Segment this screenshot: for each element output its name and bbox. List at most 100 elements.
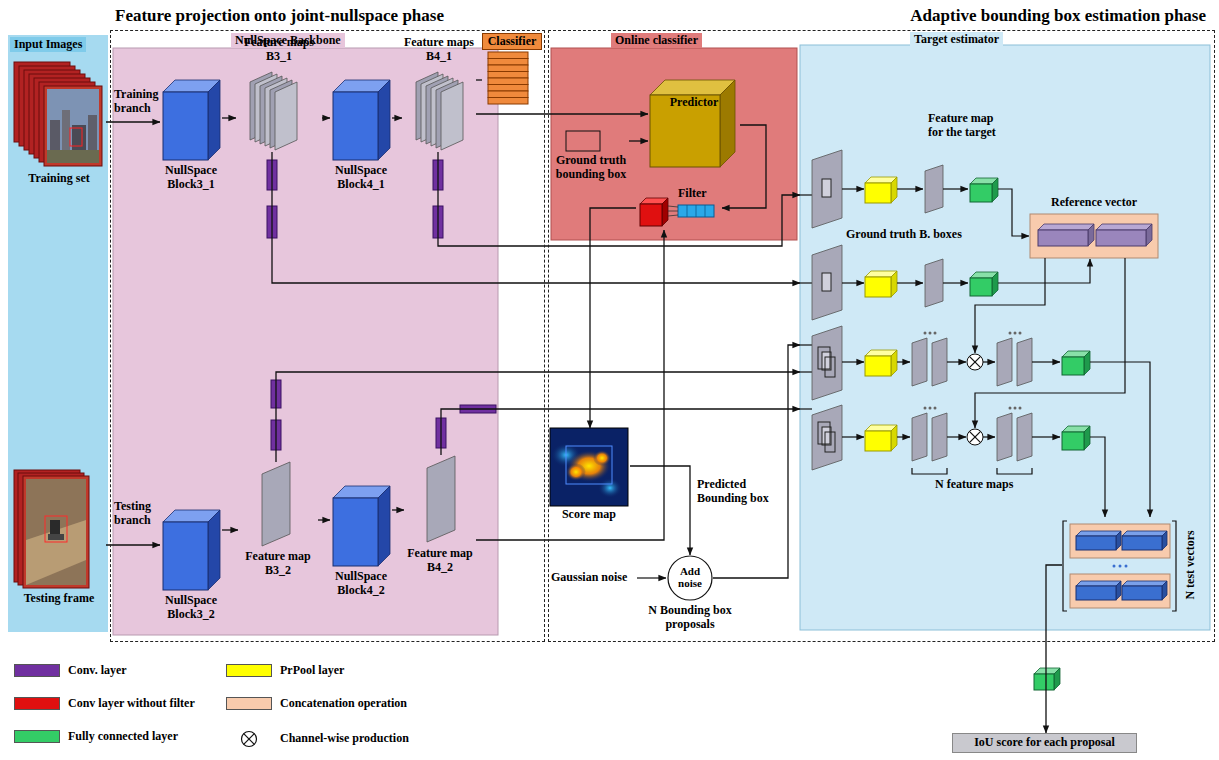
input-ground <box>8 35 108 632</box>
dot <box>934 332 937 335</box>
product-symbol <box>244 734 255 745</box>
feature-map-sheet <box>925 165 943 213</box>
phase-heading: Feature projection onto joint-nullspace … <box>115 6 444 26</box>
feature-map-sheet <box>812 326 842 400</box>
feature-map-sheet <box>912 338 927 386</box>
fc-layer <box>1084 426 1090 450</box>
fc-layer <box>970 184 992 202</box>
legend-text: Conv layer without filter <box>68 697 195 711</box>
classifier-ground <box>551 48 797 240</box>
rider <box>50 520 60 534</box>
wire <box>897 436 910 437</box>
prpool-layer <box>865 356 891 376</box>
test-vectors: N test vectors <box>1062 518 1202 612</box>
feature-map-sheet <box>441 82 463 150</box>
wire <box>800 344 812 345</box>
vector-bar <box>1076 536 1116 550</box>
annotation-label: N feature maps <box>935 478 1027 492</box>
node-text: Predictor <box>648 96 740 110</box>
wire <box>897 282 923 283</box>
classifier-cell <box>488 85 528 92</box>
feature-map-sheet <box>262 462 290 546</box>
proposal-box <box>825 357 835 377</box>
product-symbol <box>969 356 980 367</box>
dot <box>1014 332 1017 335</box>
node-text: IoU score for each proposal <box>959 736 1130 750</box>
wire <box>983 361 995 362</box>
concatenation-box <box>1070 524 1170 558</box>
product-symbol <box>967 429 983 445</box>
node-text: Filter <box>678 187 722 201</box>
wire <box>983 436 995 437</box>
classifier-cell <box>488 72 528 79</box>
annotation-label: Ground truth B. boxes <box>846 228 978 242</box>
dot <box>1113 565 1116 568</box>
node-text: Ground truth bounding box <box>553 154 629 182</box>
concatenation-box <box>1070 574 1170 608</box>
prpool-layer <box>891 177 897 203</box>
bracket <box>997 468 1032 474</box>
connector <box>713 345 800 578</box>
score-map-image <box>550 428 628 506</box>
vector-bar <box>1122 536 1162 550</box>
wire <box>842 282 864 283</box>
product-symbol <box>969 356 980 367</box>
conv-without-filter <box>662 198 668 226</box>
connector <box>630 466 690 555</box>
legend-text: Channel-wise production <box>280 732 409 746</box>
classifier-cell <box>488 78 528 85</box>
dot <box>929 332 932 335</box>
prpool-layer <box>865 431 891 451</box>
connector <box>222 529 238 530</box>
bracket <box>912 468 947 474</box>
heat-blob <box>566 463 586 481</box>
vector-bar <box>1076 581 1121 586</box>
panel-tag: Online classifier <box>611 33 702 48</box>
connector <box>629 140 648 141</box>
nullspace-block <box>378 486 390 566</box>
annotation-label: Feature map for the target <box>928 112 1008 140</box>
dot <box>929 407 932 410</box>
vector-bar <box>1038 230 1088 246</box>
wire <box>943 282 968 283</box>
node-text: Score map <box>548 508 630 522</box>
filter-block <box>678 205 714 217</box>
connector <box>722 125 766 208</box>
node-text: NullSpace Block4_1 <box>330 164 392 192</box>
add-noise-circle: Add noise <box>667 555 713 601</box>
vector-bar <box>1116 531 1121 550</box>
predicted-box <box>566 446 612 484</box>
connector <box>222 117 236 118</box>
wire <box>998 189 1029 236</box>
prpool-layer <box>865 183 891 203</box>
phase-heading: Adaptive bounding box estimation phase <box>910 6 1206 26</box>
connector <box>106 544 160 545</box>
feature-map-sheet <box>812 245 842 320</box>
image-frame <box>44 86 102 166</box>
vector-bar <box>1096 230 1146 246</box>
wire <box>800 408 812 409</box>
classifier-box: Classifier <box>482 33 542 106</box>
dot <box>924 407 927 410</box>
nullspace-block <box>163 92 208 160</box>
product-symbol <box>969 431 980 442</box>
ground <box>47 150 99 163</box>
connector <box>476 113 648 114</box>
node-text: Classifier <box>482 33 542 50</box>
phase-region: Adaptive bounding box estimation phaseOn… <box>548 30 1215 642</box>
connector <box>272 152 800 283</box>
input-panel: Input ImagesTraining setTesting frame <box>8 35 108 632</box>
target-box <box>70 128 82 146</box>
wire <box>897 188 923 189</box>
connector <box>1046 565 1062 733</box>
classifier-cell <box>488 65 528 72</box>
node-text: Feature maps B3_1 <box>236 36 322 64</box>
node-text: Reference vector <box>1030 196 1158 210</box>
node-text: Training set <box>12 172 106 186</box>
track <box>26 520 86 585</box>
dot <box>1009 407 1012 410</box>
classifier-cell <box>488 91 528 98</box>
vector-bar <box>1076 531 1121 536</box>
legend-swatch <box>226 697 272 710</box>
